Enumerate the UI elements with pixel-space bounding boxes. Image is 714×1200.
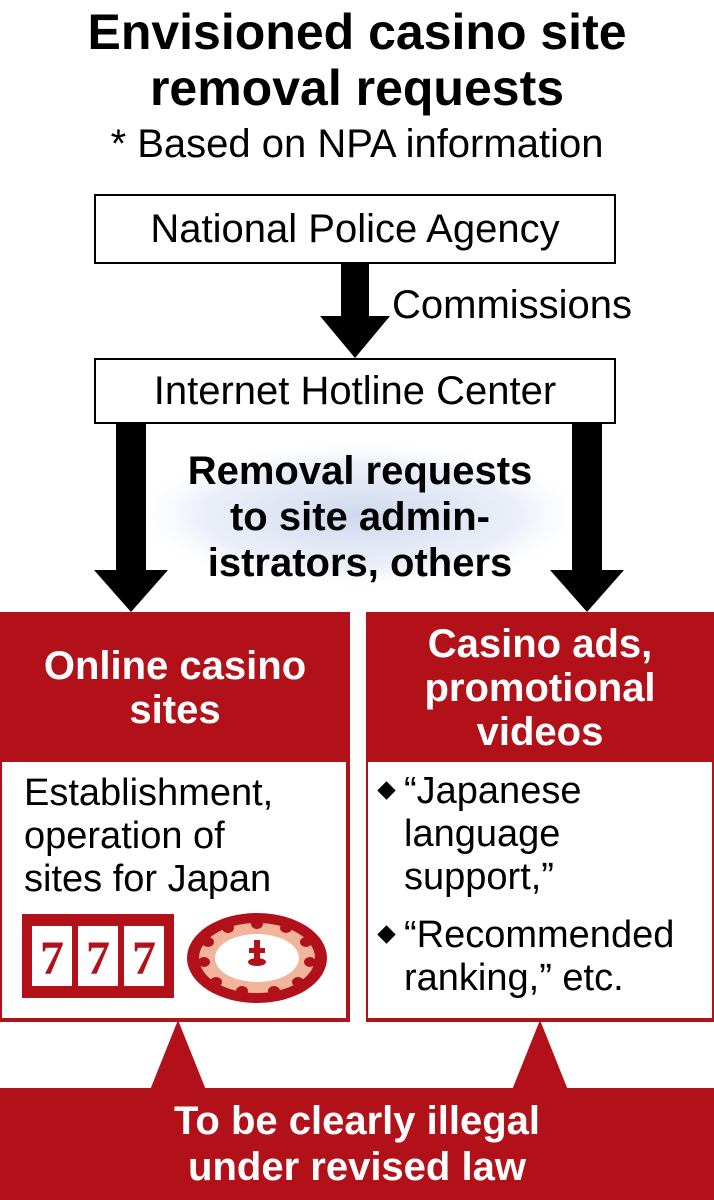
removal-requests-label: Removal requests to site admin- istrator…	[120, 448, 600, 586]
bullet-recommended-ranking: “Recommended ranking,” etc.	[404, 914, 675, 999]
roulette-wheel-icon	[187, 913, 327, 1003]
casino-ads-heading: Casino ads, promotional videos	[424, 622, 656, 754]
title-line-2: removal requests	[149, 60, 565, 116]
commission-arrow-shaft	[341, 264, 369, 316]
banner-line-1: To be clearly illegal	[173, 1099, 541, 1143]
left-arrow-head	[94, 570, 168, 612]
commission-arrow	[320, 264, 390, 358]
commission-arrow-head	[320, 316, 390, 358]
bullet-diamond-icon	[377, 781, 396, 800]
right-arrow-head	[550, 570, 624, 612]
ihc-label: Internet Hotline Center	[153, 369, 557, 413]
bullet-diamond-icon	[377, 925, 396, 944]
removal-line-2: to site admin-	[229, 495, 491, 539]
slot-machine-icon: 7 7 7	[22, 914, 174, 998]
left-removal-arrow	[94, 424, 168, 612]
casino-ads-panel: Casino ads, promotional videos “Japanese…	[366, 612, 714, 1022]
online-casino-panel: Online casino sites Establishment, opera…	[0, 612, 350, 1022]
conclusion-banner: To be clearly illegal under revised law	[0, 1088, 714, 1200]
online-casino-description: Establishment, operation of sites for Ja…	[24, 772, 274, 900]
title-line-1: Envisioned casino site	[87, 4, 627, 60]
slot-digit-1: 7	[40, 932, 64, 985]
right-removal-arrow	[550, 424, 624, 612]
removal-line-3: istrators, others	[207, 541, 513, 585]
online-casino-heading: Online casino sites	[43, 644, 307, 732]
removal-line-1: Removal requests	[187, 449, 533, 493]
online-casino-body: Establishment, operation of sites for Ja…	[2, 762, 346, 1018]
npa-box: National Police Agency	[94, 194, 616, 264]
right-arrow-shaft	[572, 424, 602, 572]
bullet-japanese-support: “Japanese language support,”	[404, 770, 582, 898]
left-pointer	[150, 1020, 206, 1090]
slot-digit-2: 7	[86, 932, 110, 985]
left-arrow-shaft	[116, 424, 146, 572]
removal-glow	[130, 440, 590, 590]
npa-label: National Police Agency	[150, 207, 560, 251]
slot-digit-3: 7	[132, 932, 156, 985]
ihc-box: Internet Hotline Center	[94, 358, 616, 424]
diagram-title: Envisioned casino site removal requests	[0, 4, 714, 116]
source-note: * Based on NPA information	[110, 122, 604, 166]
banner-line-2: under revised law	[188, 1145, 526, 1189]
right-pointer	[512, 1020, 568, 1090]
commissions-label: Commissions	[392, 283, 633, 327]
casino-ads-body: “Japanese language support,” “Recommende…	[368, 762, 712, 1018]
